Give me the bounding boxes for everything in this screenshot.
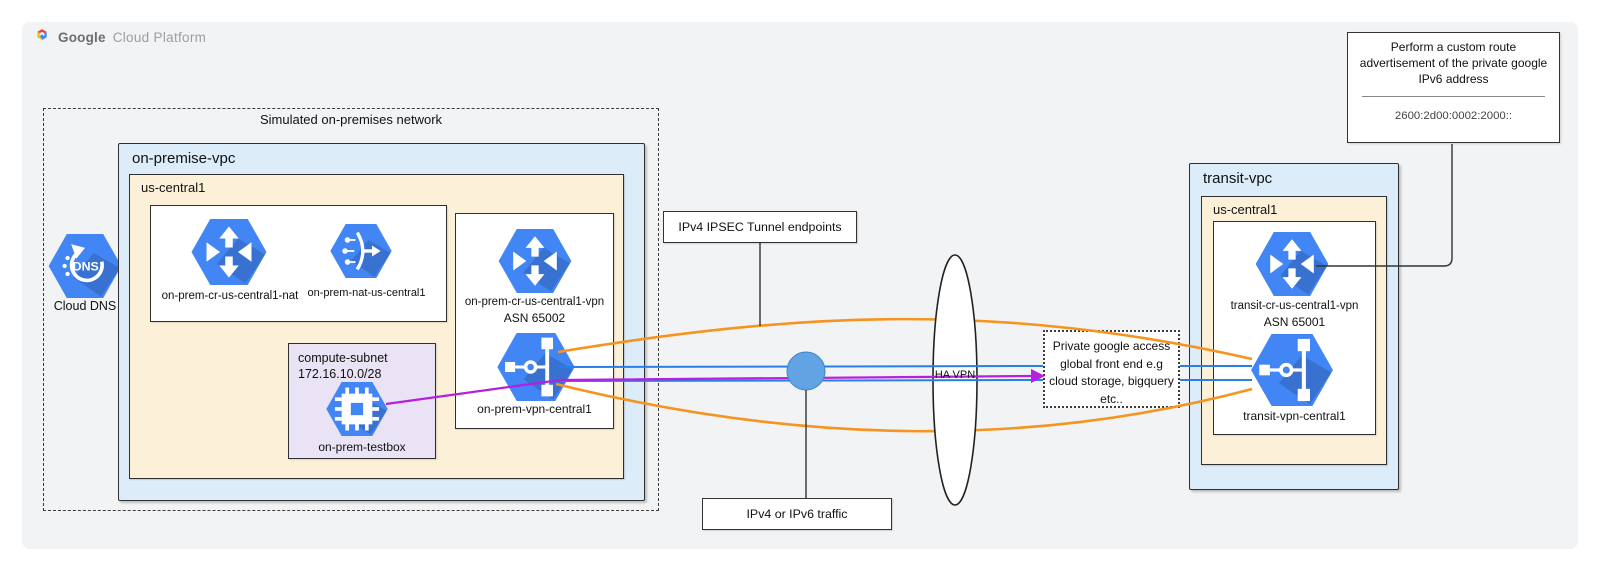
pga-line: global front end e.g [1060,356,1163,371]
callout-ipv6-address: 2600:2d00:0002:2000:: [1394,110,1513,122]
onprem-testbox-label: on-prem-testbox [318,440,406,454]
transit-router-label: transit-cr-us-central1-vpn [1230,300,1359,312]
onprem-vpn-gateway-label: on-prem-vpn-central1 [477,402,592,416]
brand-suffix: Cloud Platform [112,29,207,45]
ipsec-endpoints-label-box: IPv4 IPSEC Tunnel endpoints [663,211,857,243]
svg-text:DNS: DNS [73,259,99,273]
gcp-logo-icon [37,29,47,40]
cloud-router-icon [191,219,267,290]
onprem-vpn-router-label: on-prem-cr-us-central1-vpn [464,296,605,308]
cloud-dns-label: Cloud DNS [53,299,117,313]
callout-divider [1362,96,1545,97]
cloud-vpn-icon [1251,334,1333,411]
onprem-region-label: us-central1 [141,180,206,195]
simulated-onprem-container: Simulated on-premises network [43,108,659,511]
onprem-vpc-label: on-premise-vpc [132,150,236,167]
transit-vpc-label: transit-vpc [1203,170,1273,187]
custom-route-callout-box: Perform a custom route advertisement of … [1347,32,1560,143]
callout-line: Perform a custom route [1390,40,1517,54]
traffic-label-box: IPv4 or IPv6 traffic [702,498,892,530]
compute-engine-icon [326,382,388,441]
cloud-router-icon [498,229,572,298]
ha-vpn-label: HA VPN [934,369,976,381]
onprem-nat-gateway-label: on-prem-nat-us-central1 [307,287,426,299]
callout-line: advertisement of the private google [1359,56,1548,70]
cloud-dns-icon: DNS [48,234,122,303]
ipsec-endpoints-label: IPv4 IPSEC Tunnel endpoints [678,220,842,234]
onprem-vpn-group-box: on-prem-cr-us-central1-vpn ASN 65002 on-… [455,213,614,429]
traffic-label: IPv4 or IPv6 traffic [746,507,848,521]
onprem-nat-group-box: on-prem-cr-us-central1-nat on-prem-nat-u… [150,205,447,322]
transit-region-label: us-central1 [1213,202,1278,217]
cloud-vpn-icon [497,333,575,406]
transit-vpn-gateway-label: transit-vpn-central1 [1243,409,1346,423]
pga-line: Private google access [1052,339,1171,353]
private-google-access-box: Private google access global front end e… [1043,330,1180,408]
pga-line: etc.. [1100,391,1123,406]
onprem-vpn-router-asn: ASN 65002 [503,311,566,325]
compute-subnet-cidr: 172.16.10.0/28 [298,367,382,381]
compute-subnet-title: compute-subnet [298,351,388,365]
gcp-brand: Google Cloud Platform [33,29,206,45]
transit-vpn-group-box: transit-cr-us-central1-vpn ASN 65001 tra… [1213,221,1376,435]
simulated-onprem-label: Simulated on-premises network [259,112,443,127]
transit-router-asn: ASN 65001 [1263,315,1326,329]
brand-google: Google [58,29,106,45]
cloud-router-icon [1255,232,1329,301]
pga-line: cloud storage, bigquery [1049,374,1174,388]
onprem-nat-router-label: on-prem-cr-us-central1-nat [161,290,299,302]
compute-subnet-box: compute-subnet 172.16.10.0/28 on-prem-te… [288,343,436,459]
cloud-nat-icon [330,224,392,283]
callout-line: IPv6 address [1418,72,1489,86]
